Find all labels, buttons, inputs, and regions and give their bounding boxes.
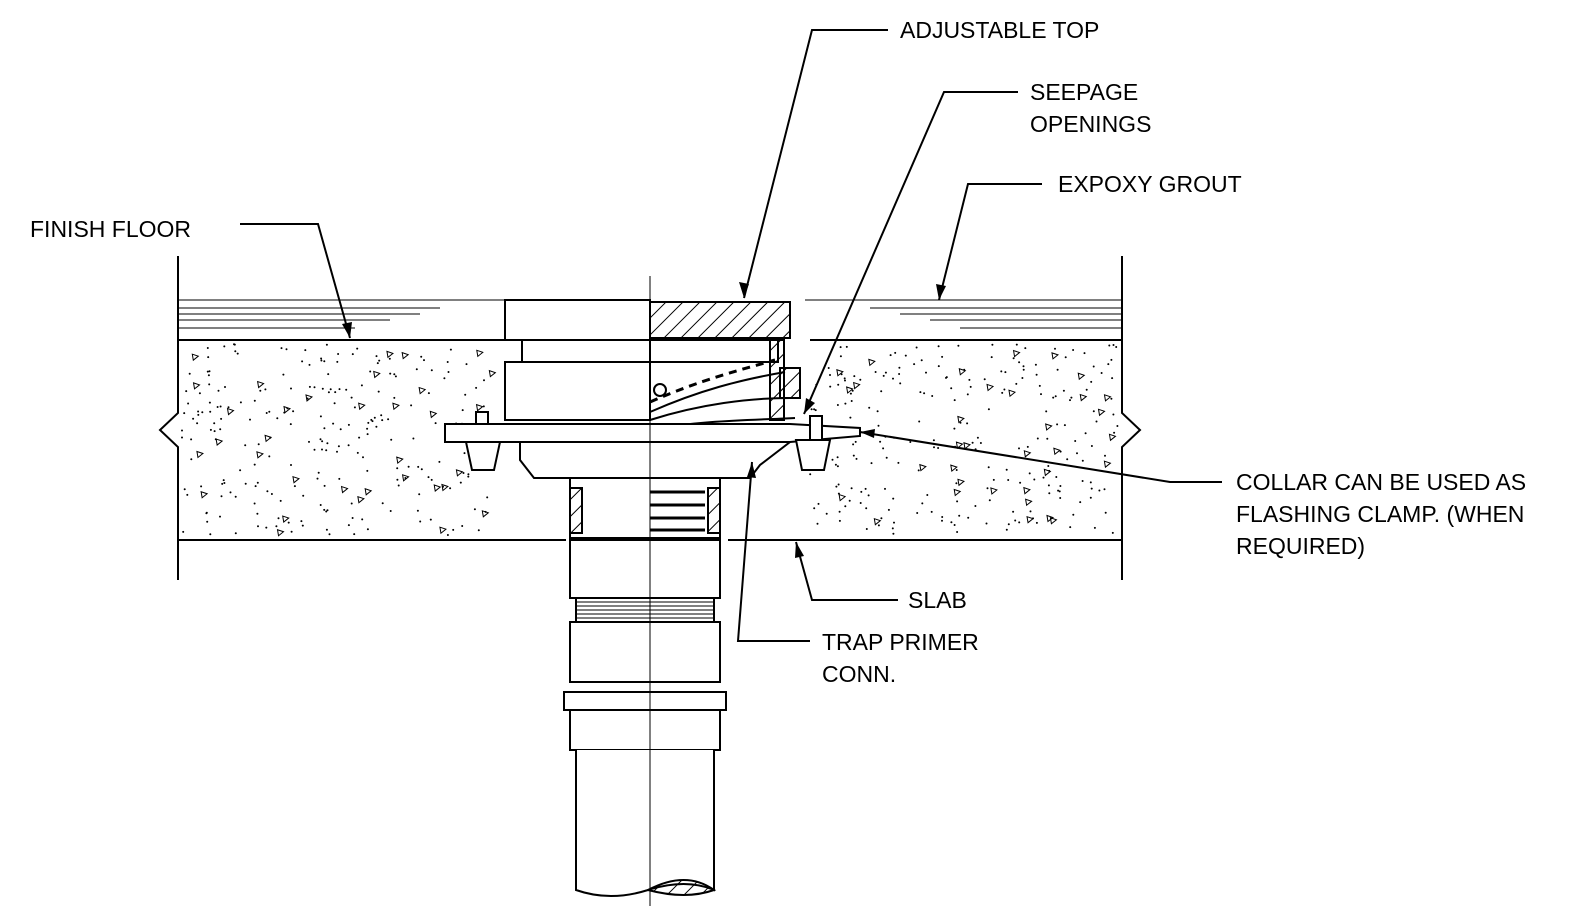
pipe-section bbox=[569, 539, 721, 599]
leader-collar bbox=[859, 431, 1222, 483]
label-collar-1: COLLAR CAN BE USED AS bbox=[1236, 469, 1526, 495]
adjustable-top-left bbox=[504, 299, 651, 341]
flange-bolt-left bbox=[475, 411, 489, 425]
drain-housing-left bbox=[504, 361, 651, 421]
label-collar-3: REQUIRED) bbox=[1236, 533, 1365, 559]
coupling-threads bbox=[650, 490, 705, 532]
drain-pipe bbox=[575, 750, 715, 897]
floor-drain-body bbox=[444, 276, 861, 906]
set-screw bbox=[653, 383, 667, 397]
coupling-wall-left bbox=[569, 487, 583, 534]
label-trap-primer-1: TRAP PRIMER bbox=[822, 629, 979, 655]
label-seepage-2: OPENINGS bbox=[1030, 111, 1151, 137]
drain-flange bbox=[444, 423, 861, 443]
slab-left-break bbox=[158, 256, 179, 580]
top-collar-left bbox=[521, 339, 651, 363]
leader-seepage bbox=[803, 91, 1018, 415]
label-adjustable-top: ADJUSTABLE TOP bbox=[900, 17, 1099, 43]
outlet-coupling bbox=[569, 477, 721, 539]
finish-floor-layer bbox=[178, 299, 1122, 329]
label-finish-floor: FINISH FLOOR bbox=[30, 216, 191, 242]
label-seepage-1: SEEPAGE bbox=[1030, 79, 1138, 105]
leader-slab bbox=[795, 541, 898, 601]
nipple-threads bbox=[576, 601, 714, 619]
callout-labels: ADJUSTABLE TOP SEEPAGE OPENINGS EXPOXY G… bbox=[30, 17, 1526, 687]
label-collar-2: FLASHING CLAMP. (WHEN bbox=[1236, 501, 1524, 527]
leader-trap-primer bbox=[736, 461, 810, 642]
label-slab: SLAB bbox=[908, 587, 967, 613]
slab-right-break bbox=[1121, 256, 1142, 580]
concrete-stipple bbox=[181, 343, 1119, 537]
adjustable-top-grate bbox=[649, 301, 791, 339]
label-trap-primer-2: CONN. bbox=[822, 661, 896, 687]
pipe-cut-section bbox=[645, 879, 717, 896]
label-epoxy-grout: EXPOXY GROUT bbox=[1058, 171, 1242, 197]
flange-leg-right bbox=[794, 439, 832, 471]
coupling-ring bbox=[569, 621, 721, 683]
leader-finish-floor bbox=[240, 223, 351, 339]
hub-collar bbox=[569, 709, 721, 751]
leader-adjustable-top bbox=[743, 29, 888, 299]
coupling-wall-right bbox=[707, 487, 721, 534]
callout-leaders bbox=[240, 29, 1222, 642]
drain-bowl-section bbox=[649, 358, 796, 431]
pipe-hub bbox=[563, 691, 727, 711]
leader-grout bbox=[938, 183, 1042, 301]
top-collar-right bbox=[649, 339, 779, 363]
flange-leg-left bbox=[464, 441, 502, 471]
